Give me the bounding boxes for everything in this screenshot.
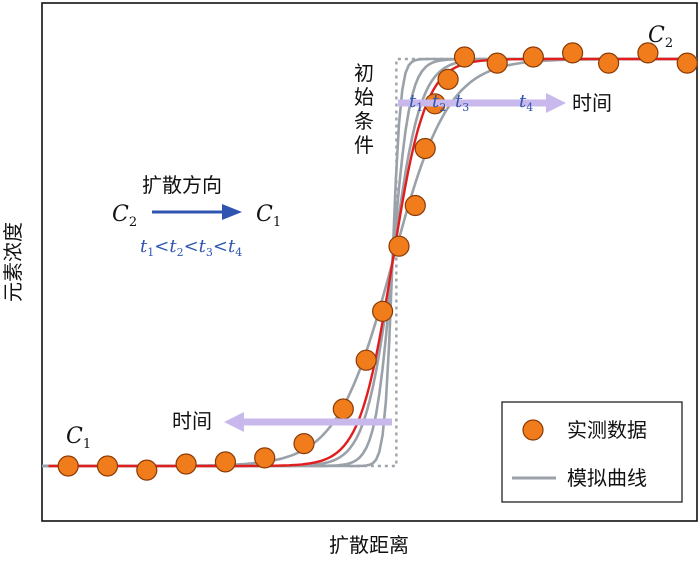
time-arrow-left <box>224 412 392 432</box>
time-order-sub: 4 <box>235 246 242 259</box>
measured-point <box>453 46 476 68</box>
plot-frame <box>41 2 698 522</box>
direction-to-letter: C <box>256 202 273 227</box>
legend-label-measured: 实测数据 <box>567 418 647 442</box>
measured-point <box>388 235 410 257</box>
measured-point <box>486 52 508 74</box>
measured-point <box>561 42 584 64</box>
measured-point <box>355 349 377 371</box>
time-order-sub: 3 <box>206 246 213 259</box>
direction-from-letter: C <box>112 202 129 227</box>
measured-point <box>372 300 394 322</box>
model-time-sub: 2 <box>439 101 446 114</box>
measured-point <box>404 194 426 217</box>
time-order-label: t1<t2<t3<t4 <box>140 236 242 259</box>
time-order-op: < <box>154 236 169 257</box>
time-order-sub: 2 <box>177 246 184 259</box>
legend-label-model: 模拟曲线 <box>567 466 647 490</box>
time-order-letter: t <box>140 236 148 257</box>
legend-marker-measured <box>522 419 544 441</box>
time-order-op: < <box>213 236 228 257</box>
time-order-sub: 1 <box>147 246 154 259</box>
model-time-letter: t <box>519 91 527 112</box>
model-time-label-1: t1 <box>409 91 423 114</box>
initial-condition-char: 条 <box>354 109 374 133</box>
measured-point <box>597 52 620 74</box>
measured-point <box>96 455 119 477</box>
y-axis-label: 元素浓度 <box>1 222 25 302</box>
measured-point <box>136 459 158 481</box>
measured-point <box>214 451 236 473</box>
left-plateau-letter: C <box>66 424 83 449</box>
measured-points <box>57 42 698 481</box>
left-plateau-sub: 1 <box>83 437 91 452</box>
right-plateau-sub: 2 <box>665 36 673 51</box>
measured-point <box>57 455 79 477</box>
right-plateau-letter: C <box>648 23 665 48</box>
measured-point <box>437 68 459 91</box>
initial-condition-char: 始 <box>354 85 374 109</box>
time-order-letter: t <box>169 236 177 257</box>
direction-arrow <box>152 204 242 220</box>
model-time-sub: 1 <box>416 101 423 114</box>
initial-condition-char: 初 <box>354 61 374 85</box>
measured-point <box>175 453 197 475</box>
measured-point <box>676 52 698 74</box>
initial-condition-line <box>349 57 449 468</box>
model-time-label-4: t4 <box>519 91 533 114</box>
model-time-sub: 3 <box>462 101 469 114</box>
measured-point <box>254 447 276 469</box>
time-label-right: 时间 <box>572 91 612 115</box>
initial-condition-label: 初始条件 <box>354 61 374 157</box>
time-order-op: < <box>184 236 199 257</box>
direction-to: C1 <box>256 202 281 230</box>
direction-from: C2 <box>112 202 137 230</box>
right-plateau-label: C2 <box>648 23 673 51</box>
time-arrow-right <box>398 93 566 113</box>
model-time-letter: t <box>455 91 463 112</box>
model-time-sub: 4 <box>526 101 533 114</box>
measured-point <box>637 42 659 64</box>
initial-condition-char: 件 <box>354 133 374 157</box>
initial-condition-path <box>349 57 449 468</box>
measured-point <box>414 137 436 160</box>
legend-box <box>501 401 683 503</box>
x-axis-label: 扩散距离 <box>329 533 409 557</box>
time-order-letter: t <box>228 236 236 257</box>
model-time-label-3: t3 <box>455 91 469 114</box>
time-order-letter: t <box>199 236 207 257</box>
measured-point <box>332 398 354 420</box>
direction-to-sub: 1 <box>273 215 281 230</box>
time-label-left: 时间 <box>172 409 212 433</box>
model-time-letter: t <box>409 91 417 112</box>
measured-point <box>522 46 544 68</box>
model-time-letter: t <box>432 91 440 112</box>
model-time-label-2: t2 <box>432 91 446 114</box>
measured-point <box>293 433 315 455</box>
legend: 实测数据 模拟曲线 <box>501 401 683 503</box>
direction-label: 扩散方向 <box>142 173 222 197</box>
direction-from-sub: 2 <box>129 215 137 230</box>
left-plateau-label: C1 <box>66 424 91 452</box>
